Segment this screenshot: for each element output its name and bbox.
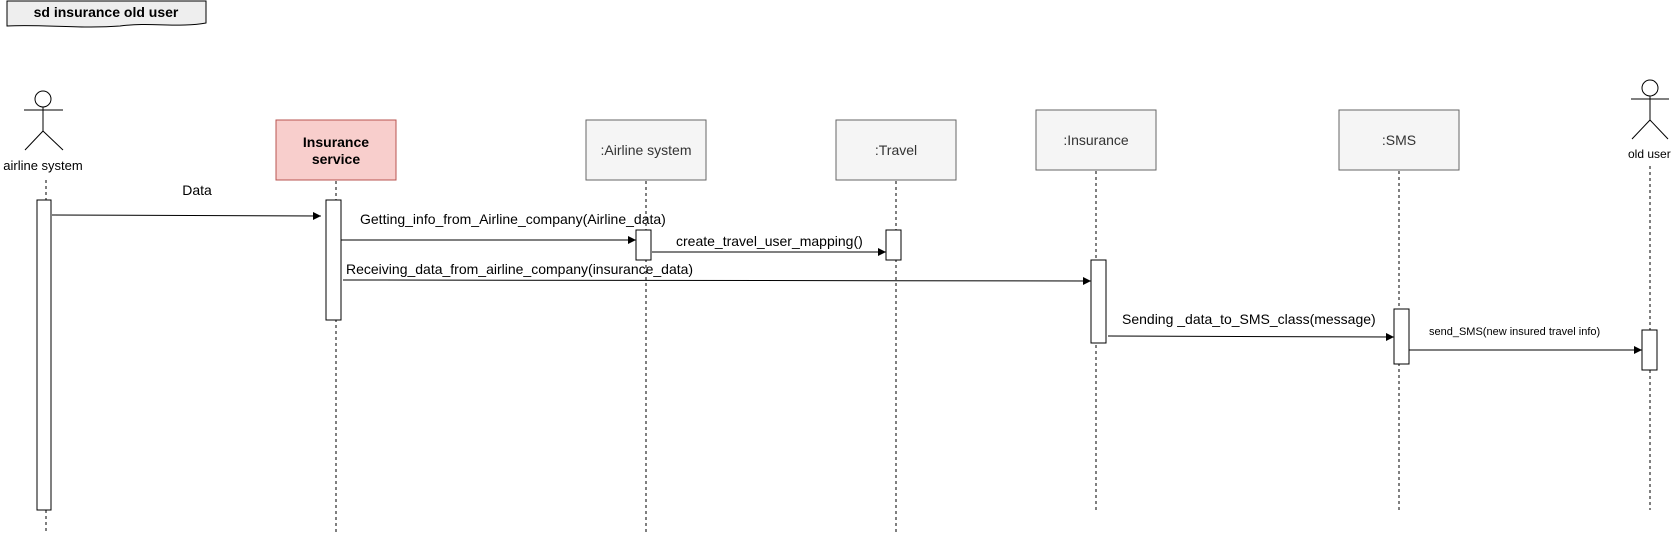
activation-sms	[1393, 308, 1410, 365]
actor-head	[34, 90, 52, 108]
message-label-receiving-data: Receiving_data_from_airline_company(insu…	[346, 261, 693, 277]
frame-label: sd insurance old user	[34, 4, 179, 20]
activation-airline-system-object	[635, 229, 652, 261]
message-arrow-data	[51, 211, 322, 220]
activation-insurance	[1090, 259, 1107, 344]
participant-travel	[835, 119, 957, 181]
participant-sms	[1338, 109, 1460, 171]
activation-insurance-service	[325, 199, 342, 321]
airline-system-label: :Airline system	[600, 142, 691, 158]
insurance-service-label-line1: Insurance	[303, 134, 369, 150]
actor-old-user	[1631, 79, 1669, 140]
participant-insurance-service	[275, 119, 397, 181]
message-arrow-sending-data	[1107, 332, 1395, 341]
insurance-service-label-line2: service	[312, 151, 360, 167]
message-label-send-sms: send_SMS(new insured travel info)	[1429, 326, 1600, 338]
messages	[51, 211, 1642, 354]
message-label-data: Data	[182, 182, 212, 198]
travel-label: :Travel	[875, 142, 917, 158]
activation-airline-system-actor	[36, 199, 52, 511]
activation-travel	[885, 229, 902, 261]
activation-bars	[36, 199, 1658, 511]
participant-airline-system	[585, 119, 707, 181]
message-arrow-receiving-data	[342, 276, 1092, 285]
frame-tab: sd insurance old user	[6, 0, 207, 28]
actor-airline-system	[24, 90, 64, 151]
participant-insurance	[1035, 109, 1157, 171]
message-label-getting-info: Getting_info_from_Airline_company(Airlin…	[360, 211, 666, 227]
actor-airline-system-label: airline system	[3, 158, 82, 173]
actor-old-user-label: old user	[1628, 147, 1671, 161]
message-label-create-travel: create_travel_user_mapping()	[676, 233, 863, 249]
sms-label: :SMS	[1382, 132, 1416, 148]
insurance-label: :Insurance	[1063, 132, 1129, 148]
activation-old-user	[1641, 329, 1658, 371]
actor-head	[1641, 79, 1659, 97]
message-label-sending-data: Sending _data_to_SMS_class(message)	[1122, 311, 1376, 327]
